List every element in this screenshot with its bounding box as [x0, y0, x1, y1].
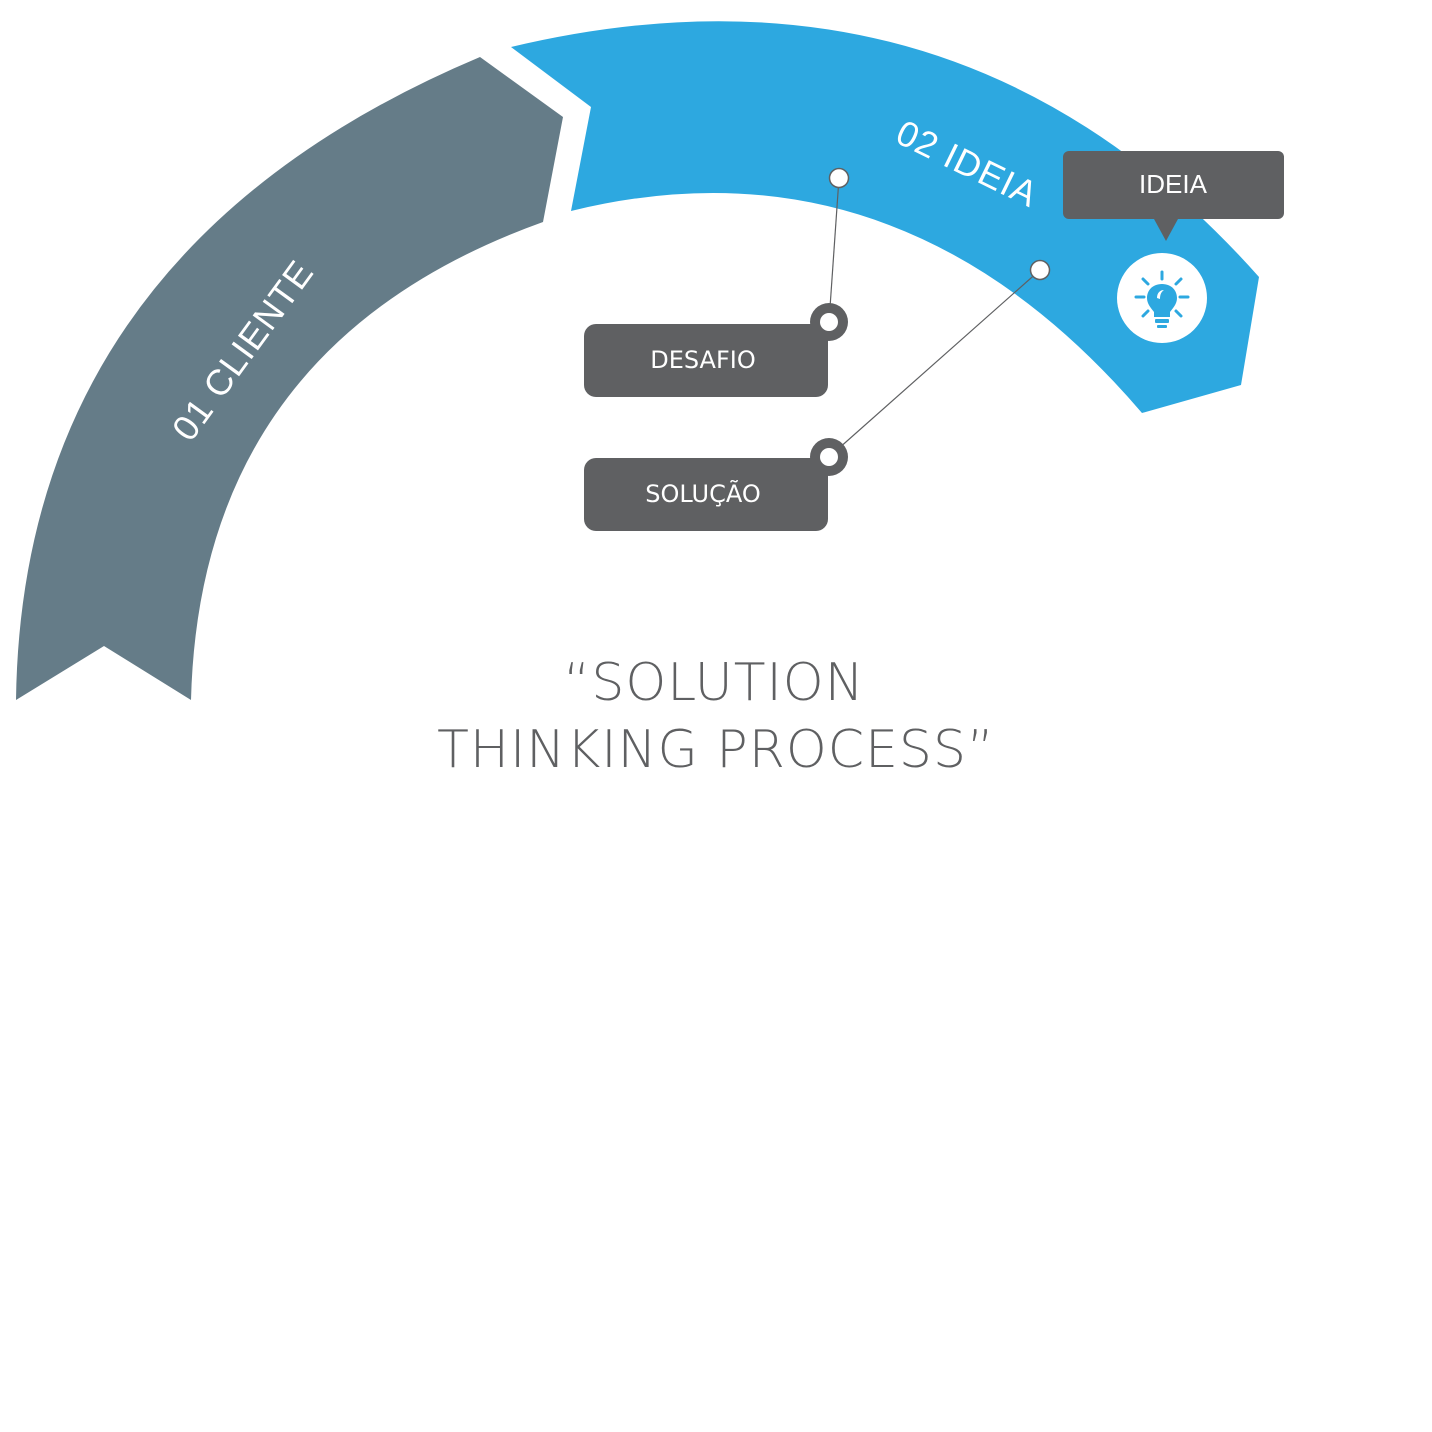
solucao-connector-line: [828, 269, 1041, 458]
desafio-connector-line: [828, 177, 840, 323]
desafio-tag: DESAFIO: [584, 303, 848, 397]
lightbulb-icon: [1117, 253, 1207, 343]
connectors: [828, 167, 1051, 458]
desafio-anchor-dot: [828, 167, 850, 189]
solucao-tag-label: SOLUÇÃO: [645, 478, 761, 508]
segment-ideia: 02 IDEIA: [511, 21, 1259, 414]
ideia-tooltip-label: IDEIA: [1139, 169, 1208, 199]
solucao-tag: SOLUÇÃO: [584, 438, 848, 531]
desafio-tag-label: DESAFIO: [650, 346, 756, 374]
segment-ideia-band: [511, 21, 1259, 414]
segment-cliente: 01 CLIENTE: [16, 57, 563, 700]
ideia-tooltip: IDEIA: [1063, 151, 1284, 241]
title-line-1: “SOLUTION: [563, 653, 864, 713]
segment-cliente-band: [16, 57, 563, 700]
central-title: “SOLUTION THINKING PROCESS”: [437, 653, 995, 780]
solucao-anchor-dot: [1029, 259, 1051, 281]
title-line-2: THINKING PROCESS”: [437, 720, 995, 780]
